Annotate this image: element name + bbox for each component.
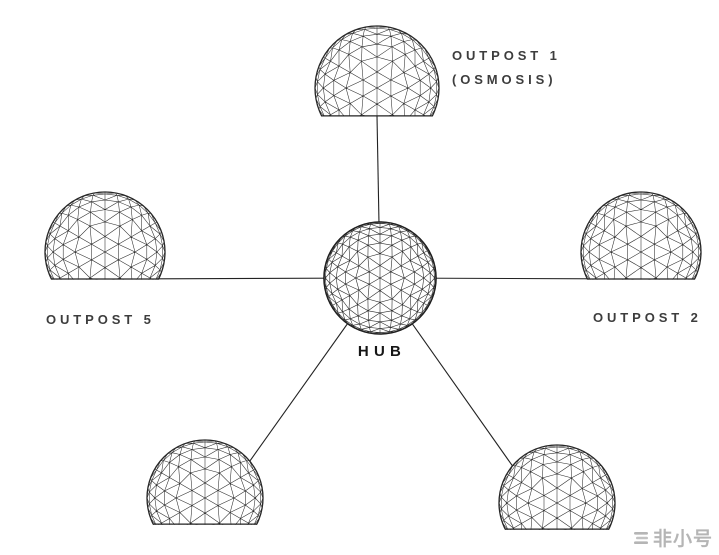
outpost-1-label-line2: (OSMOSIS)	[452, 72, 557, 87]
outpost-2-dome	[580, 191, 702, 280]
outpost-5-label: OUTPOST 5	[46, 312, 155, 327]
feixiaohao-logo-icon	[632, 529, 650, 547]
watermark: 非小号	[632, 524, 713, 551]
outpost-5-dome	[44, 191, 166, 280]
watermark-text: 非小号	[652, 529, 713, 550]
outpost-1-label: OUTPOST 1 (OSMOSIS)	[452, 44, 561, 92]
outpost-1-dome	[314, 25, 440, 117]
outpost-2-label: OUTPOST 2	[593, 310, 702, 325]
hub-label: HUB	[357, 343, 407, 360]
outpost-3-dome	[498, 444, 616, 530]
outpost-1-label-line1: OUTPOST 1	[452, 48, 561, 63]
outpost-4-dome	[146, 439, 264, 525]
hub-sphere	[323, 221, 437, 335]
